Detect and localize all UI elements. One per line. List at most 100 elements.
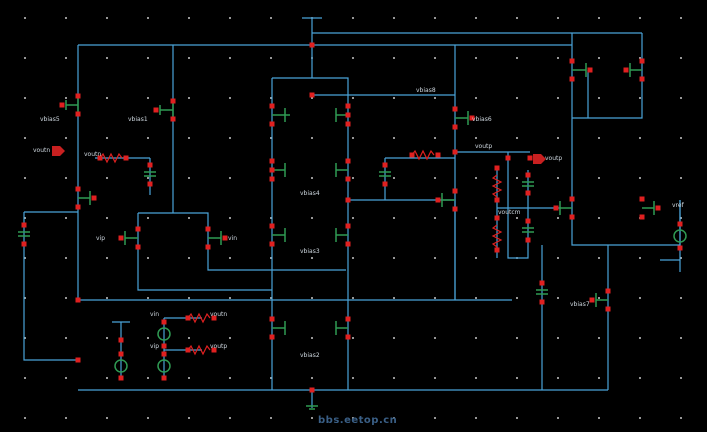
- terminal-pin: [525, 237, 531, 243]
- terminal-pin: [539, 280, 545, 286]
- grid-dot: [352, 297, 354, 299]
- terminal-pin: [469, 115, 475, 121]
- terminal-pin: [75, 93, 81, 99]
- terminal-pin: [494, 215, 500, 221]
- grid-dot: [475, 377, 477, 379]
- grid-dot: [475, 417, 477, 419]
- pins: [21, 42, 683, 393]
- grid-dot: [680, 57, 682, 59]
- terminal-pin: [269, 241, 275, 247]
- terminal-pin: [494, 247, 500, 253]
- label-voutcm: voutcm: [498, 209, 521, 216]
- cap-c3: [18, 231, 30, 237]
- grid-dot: [393, 217, 395, 219]
- terminal-pin: [170, 116, 176, 122]
- terminal-pin: [345, 334, 351, 340]
- ground-symbol: [306, 405, 318, 410]
- terminal-pin: [623, 67, 629, 73]
- terminal-pin: [409, 152, 415, 158]
- terminal-pin: [435, 197, 441, 203]
- grid-dot: [557, 377, 559, 379]
- grid-dot: [311, 417, 313, 419]
- grid-dot: [680, 177, 682, 179]
- grid-dot: [147, 297, 149, 299]
- tail-conn: [138, 212, 346, 271]
- grid-dot: [639, 17, 641, 19]
- grid-dot: [147, 337, 149, 339]
- terminal-pin: [161, 319, 167, 325]
- res-cm2: [491, 224, 503, 248]
- grid-dot: [393, 417, 395, 419]
- terminal-pin: [345, 158, 351, 164]
- cap-c4: [536, 289, 548, 295]
- grid-dot: [106, 137, 108, 139]
- cap-c1: [144, 171, 156, 177]
- grid-dot: [188, 417, 190, 419]
- terminal-pin: [639, 196, 645, 202]
- grid-dot: [188, 177, 190, 179]
- sources: [114, 229, 687, 410]
- nmos-input-vin: [208, 231, 222, 245]
- cap-c2: [379, 171, 391, 177]
- grid-dot: [352, 57, 354, 59]
- res-voutn: [99, 152, 123, 164]
- terminal-pin: [118, 235, 124, 241]
- terminal-pin: [147, 162, 153, 168]
- grid-dot: [229, 217, 231, 219]
- label-src-vip: vip: [150, 343, 160, 350]
- label-vip: vip: [96, 235, 106, 242]
- grid-dot: [557, 257, 559, 259]
- terminal-pin: [605, 288, 611, 294]
- terminal-pin: [525, 172, 531, 178]
- grid-dot: [434, 137, 436, 139]
- grid-dot: [106, 177, 108, 179]
- grid-dot: [147, 257, 149, 259]
- terminal-pin: [91, 195, 97, 201]
- grid-dot: [65, 257, 67, 259]
- terminal-pin: [118, 351, 124, 357]
- res-voutp: [411, 149, 435, 161]
- res-src-a: [187, 312, 211, 324]
- grid-dot: [434, 17, 436, 19]
- terminal-pin: [123, 155, 129, 161]
- pmos-top-a: [572, 63, 587, 77]
- grid-dot: [106, 217, 108, 219]
- terminal-pin: [677, 221, 683, 227]
- output-voutp: [455, 151, 530, 259]
- terminal-pin: [75, 357, 81, 363]
- grid-dot: [106, 17, 108, 19]
- terminal-pin: [21, 222, 27, 228]
- label-vbias5: vbias5: [40, 116, 60, 123]
- terminal-pin: [269, 176, 275, 182]
- grid-dot: [475, 17, 477, 19]
- terminal-pin: [452, 124, 458, 130]
- terminal-pin: [118, 337, 124, 343]
- terminal-pin: [525, 190, 531, 196]
- grid-dot: [352, 177, 354, 179]
- label-res-voutp: voutp: [210, 343, 228, 350]
- terminal-pin: [345, 121, 351, 127]
- grid-dot: [475, 97, 477, 99]
- grid-dot: [311, 337, 313, 339]
- cascode-left: [272, 77, 349, 390]
- grid-dot: [680, 97, 682, 99]
- grid-dot: [106, 257, 108, 259]
- grid-dot: [393, 137, 395, 139]
- resistors: [99, 149, 503, 356]
- grid-dot: [65, 377, 67, 379]
- grid-dot: [639, 137, 641, 139]
- port-label-voutn: voutn: [33, 147, 51, 154]
- terminal-pin: [135, 244, 141, 250]
- nmos-input-vip: [124, 231, 138, 245]
- grid-dot: [680, 417, 682, 419]
- res-src-b: [187, 344, 211, 356]
- grid-dot: [434, 177, 436, 179]
- grid-dot: [188, 337, 190, 339]
- terminal-pin: [553, 205, 559, 211]
- terminal-pin: [269, 223, 275, 229]
- terminal-pin: [527, 155, 533, 161]
- terminal-pin: [345, 223, 351, 229]
- grid-dot: [311, 217, 313, 219]
- grid-dot: [516, 217, 518, 219]
- grid-dot: [229, 297, 231, 299]
